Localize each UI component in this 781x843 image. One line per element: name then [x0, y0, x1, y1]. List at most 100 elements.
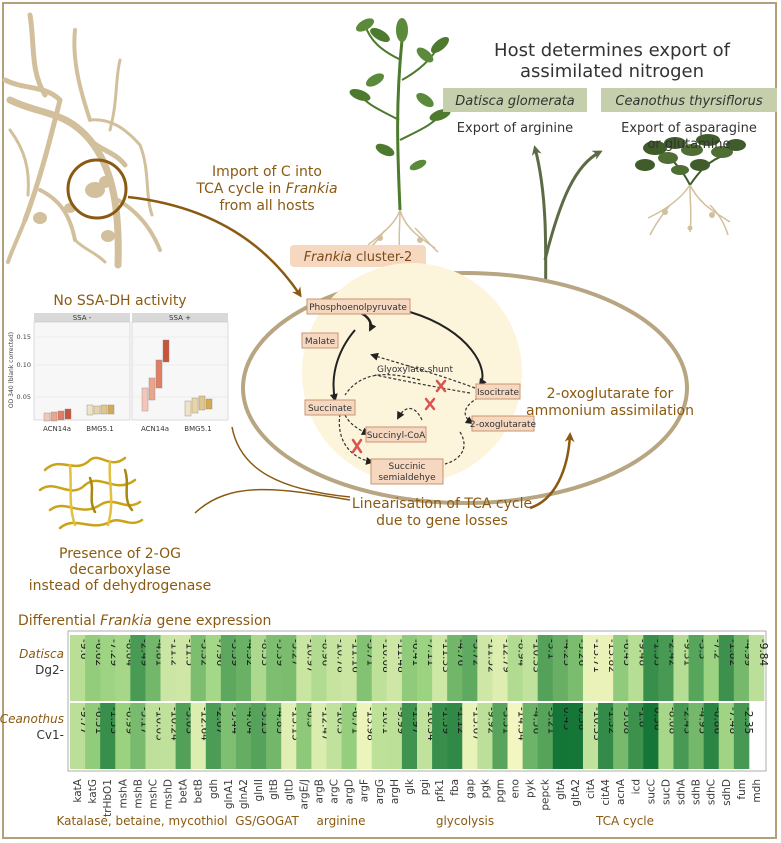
blocked-reaction-marks: [351, 379, 447, 454]
heatmap-cell: [70, 635, 86, 701]
heatmap-cell: [145, 703, 161, 769]
linear-text-line1: Linearisation of TCA cycle: [352, 496, 532, 512]
heatmap-cell: [582, 635, 599, 701]
heatmap-cell: [613, 635, 629, 701]
ssa-ylabel: OD 340 (blank corrected): [8, 332, 15, 408]
heatmap-cell: [492, 703, 508, 769]
root-nodule-illustration: [2, 12, 162, 269]
heatmap-cell: [462, 703, 478, 769]
heatmap-cell: [658, 703, 674, 769]
gene-label: trHbO1: [102, 779, 114, 817]
heatmap-cell: [552, 635, 569, 701]
heatmap-cell: [115, 635, 131, 701]
pep-label: Phosphoenolpyruvate: [309, 303, 407, 313]
gene-label: mdh: [751, 779, 763, 803]
row1-host: Datisca: [19, 647, 64, 661]
heatmap-cell: [296, 703, 312, 769]
isocitrate-label: Isocitrate: [477, 388, 520, 398]
heatmap-cell: [582, 703, 599, 769]
gene-label: fum: [736, 779, 748, 800]
gene-label: pyk: [525, 778, 537, 798]
gene-label: mshD: [163, 779, 175, 809]
succinate-label: Succinate: [308, 404, 353, 414]
oxoglutarate-box: [471, 415, 535, 432]
heatmap-cell: [673, 635, 689, 701]
succinylcoa-box: [365, 426, 427, 443]
heatmap-cell: [190, 635, 207, 701]
heatmap-cell: [386, 635, 403, 701]
heatmap-cell: [266, 635, 282, 701]
heatmap-cell: [401, 635, 418, 701]
pep-box: [306, 298, 411, 315]
heatmap-cell: [220, 635, 237, 701]
heatmap-cell: [371, 703, 388, 769]
host1-export: Export of arginine: [457, 121, 573, 136]
ssa-label-line1: Succinic: [389, 462, 426, 472]
heatmap-cell: [507, 635, 524, 701]
gene-label: argG: [374, 779, 386, 804]
heatmap: -9.6-6.62-7.29-8.04-2.49-4.81-11.2-11.5-…: [70, 635, 769, 769]
gene-label: betB: [193, 779, 205, 803]
gene-label: katG: [87, 779, 99, 804]
gene-label: betA: [178, 778, 190, 803]
category-glycolysis: glycolysis: [436, 814, 494, 828]
gene-label: argC: [329, 779, 341, 804]
import-text-line1: Import of C into: [212, 164, 322, 180]
heatmap-cell-value: -2.35: [742, 707, 754, 734]
presence-text-line3: instead of dehydrogenase: [29, 578, 211, 594]
heatmap-cell: [175, 703, 192, 769]
gene-label: argB: [313, 779, 325, 803]
heatmap-cell: [220, 703, 237, 769]
heatmap-cell: [492, 635, 508, 701]
gene-label: citA: [585, 778, 597, 799]
heatmap-cell: [733, 703, 750, 769]
heatmap-cell: [432, 703, 448, 769]
heatmap-cell: [718, 703, 735, 769]
heatmap-cell: [130, 703, 146, 769]
heatmap-cell: [537, 635, 554, 701]
heatmap-cell: [417, 703, 433, 769]
decarboxylase-connector: [194, 488, 351, 514]
heatmap-cell: [356, 703, 373, 769]
glyoxylate-label: Glyoxylate shunt: [377, 365, 453, 375]
ssa-chart-title: No SSA-DH activity: [53, 293, 186, 309]
cluster-label: Frankia cluster-2: [304, 250, 413, 265]
ssa-ytick-2: 0.05: [17, 393, 31, 401]
import-arrow: [127, 195, 302, 298]
row1-code: Dg2-: [35, 663, 64, 677]
heatmap-title: Differential Frankia gene expression: [18, 613, 271, 629]
host2-export-line2: or glutamine: [647, 137, 730, 152]
gene-label: argF: [359, 779, 371, 802]
gene-label: gltA2: [570, 779, 582, 807]
malate-label: Malate: [305, 337, 336, 347]
gene-label: argH: [389, 779, 401, 804]
gene-label: argD: [344, 779, 356, 804]
heatmap-cell: [205, 635, 222, 701]
isocitrate-box: [475, 383, 521, 400]
oxo-arrow: [529, 432, 575, 510]
ssa-connector: [231, 426, 351, 498]
heatmap-cell: [567, 635, 584, 701]
gene-label: pepck: [540, 778, 552, 811]
heatmap-cell: [311, 635, 327, 701]
heatmap-cell: [643, 635, 659, 701]
gene-label: sdhC: [706, 779, 718, 805]
heatmap-cell: [326, 703, 342, 769]
heatmap-cell: [235, 703, 252, 769]
import-text-line3: from all hosts: [219, 198, 314, 214]
heatmap-cell: [477, 703, 493, 769]
linear-text-line2: due to gene losses: [376, 513, 508, 529]
succinylcoa-label: Succinyl-CoA: [367, 431, 426, 441]
heatmap-cell: [205, 703, 222, 769]
heatmap-cell: [281, 703, 297, 769]
heatmap-cell: [160, 703, 177, 769]
gene-label: icd: [630, 779, 642, 794]
ssa-label-line2: semialdehye: [378, 473, 436, 483]
gene-label: mshA: [117, 778, 129, 808]
main-title-line2: assimilated nitrogen: [520, 61, 704, 82]
heatmap-cell: [718, 635, 735, 701]
protein-structure-illustration: [38, 456, 144, 530]
heatmap-cell: [356, 635, 373, 701]
